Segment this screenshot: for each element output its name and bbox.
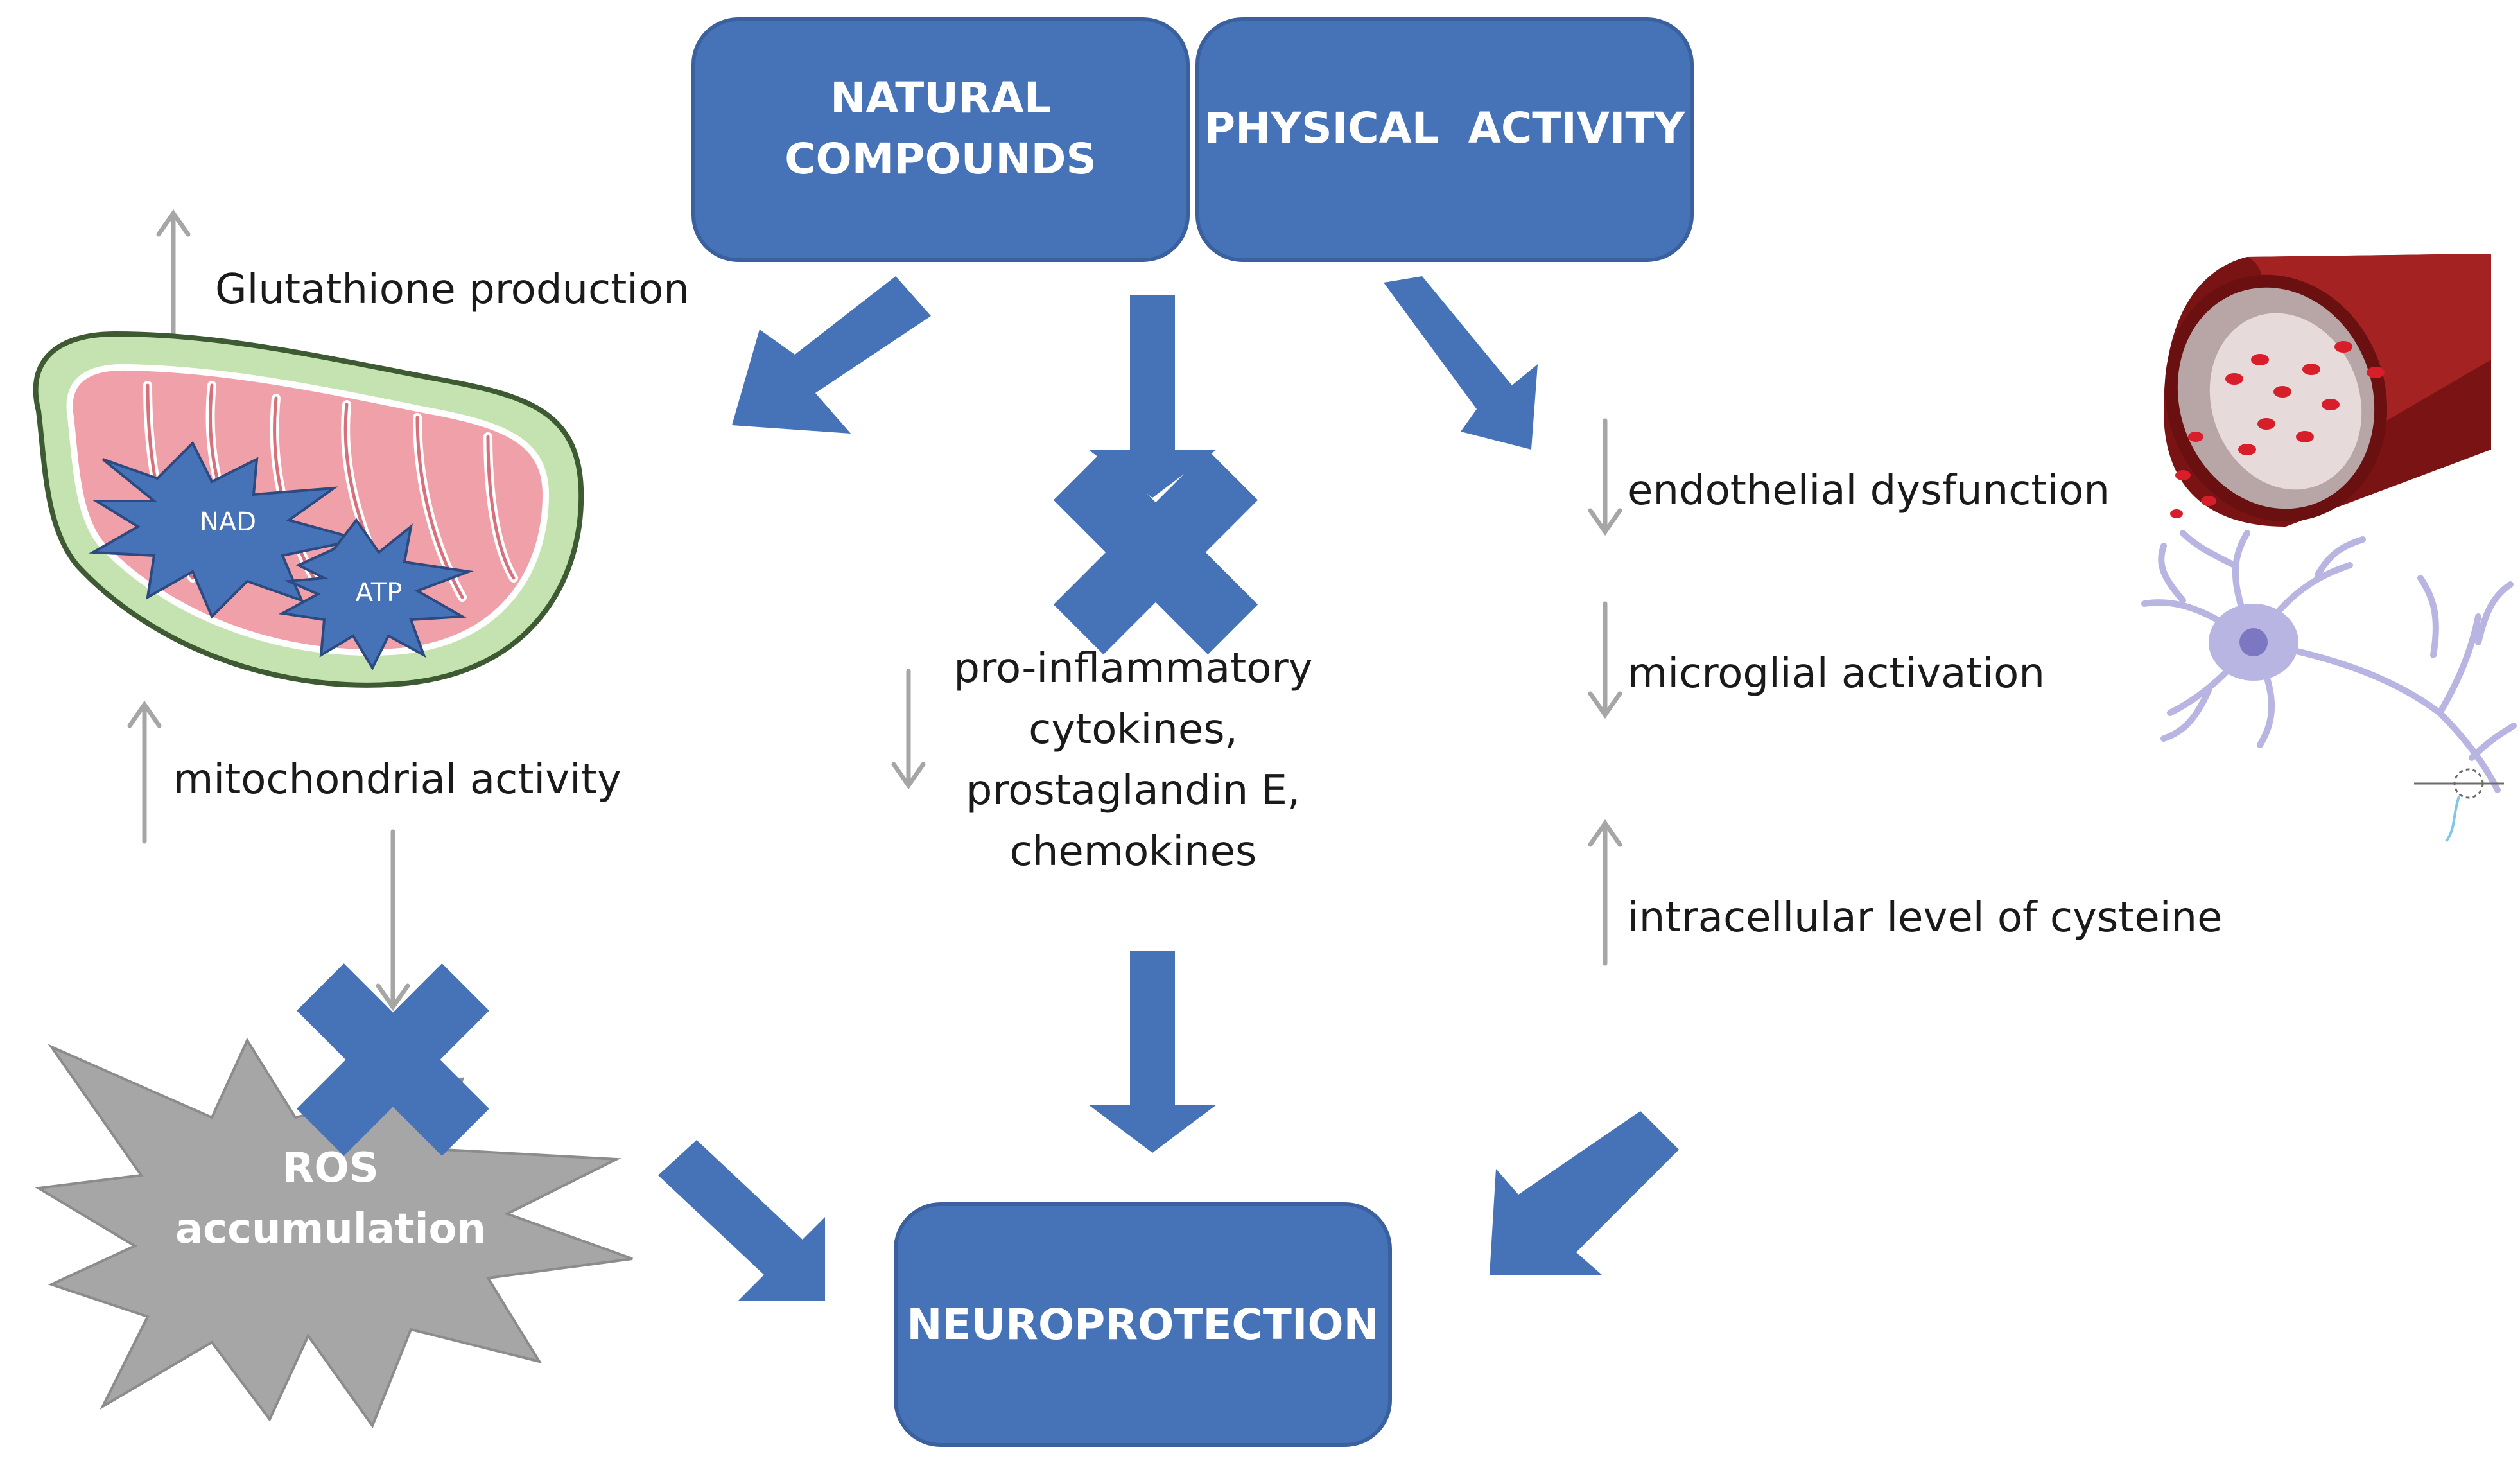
atp-burst-icon: ATP — [278, 518, 474, 671]
block-cross-icon — [297, 963, 489, 1156]
atp-label: ATP — [356, 578, 403, 608]
inflammation-text: pro-inflammatory cytokines, prostaglandi… — [953, 645, 1312, 875]
ros-line1: ROS — [282, 1144, 379, 1192]
nad-label: NAD — [200, 507, 256, 537]
blood-vessel-icon — [2164, 254, 2491, 527]
neuron-icon — [2141, 530, 2517, 843]
up-arrow-icon — [1588, 819, 1622, 966]
natural-compounds-line1: NATURAL — [830, 73, 1051, 123]
arrow-to-left-branch — [732, 276, 931, 434]
inflammation-line2: cytokines, — [1029, 706, 1238, 753]
natural-compounds-line2: COMPOUNDS — [785, 134, 1097, 184]
nad-burst-icon: NAD — [89, 441, 360, 619]
inflammation-line1: pro-inflammatory — [953, 645, 1312, 692]
down-arrow-icon — [891, 669, 926, 790]
microglial-label: microglial activation — [1628, 650, 2045, 697]
down-arrow-icon — [376, 829, 410, 1012]
mitochondrial-activity-label: mitochondrial activity — [173, 756, 621, 803]
neuroprotection-box: NEUROPROTECTION — [894, 1202, 1392, 1447]
inflammation-line4: chemokines — [1010, 828, 1257, 875]
arrow-right-to-neuroprotection — [1490, 1111, 1679, 1275]
ros-line2: accumulation — [175, 1205, 486, 1253]
ros-burst-icon: ROS accumulation — [35, 1037, 633, 1429]
inflammation-line3: prostaglandin E, — [966, 767, 1301, 814]
glutathione-label: Glutathione production — [215, 266, 690, 313]
endothelial-label: endothelial dysfunction — [1628, 467, 2110, 514]
arrow-center-down-1 — [1088, 295, 1217, 498]
down-arrow-icon — [1588, 601, 1622, 719]
physical-activity-box: PHYSICAL ACTIVITY — [1195, 17, 1694, 262]
up-arrow-icon — [127, 700, 162, 844]
physical-activity-label: PHYSICAL ACTIVITY — [1204, 103, 1686, 153]
natural-compounds-box: NATURAL COMPOUNDS — [691, 17, 1190, 262]
arrow-center-down-2 — [1088, 951, 1217, 1153]
neuroprotection-label: NEUROPROTECTION — [907, 1300, 1379, 1349]
up-arrow-icon — [156, 209, 191, 353]
arrow-to-right-branch — [1384, 276, 1538, 450]
arrow-left-to-neuroprotection — [658, 1140, 825, 1301]
cysteine-label: intracellular level of cysteine — [1628, 894, 2222, 942]
block-cross-icon — [1053, 450, 1258, 655]
down-arrow-icon — [1588, 418, 1622, 536]
